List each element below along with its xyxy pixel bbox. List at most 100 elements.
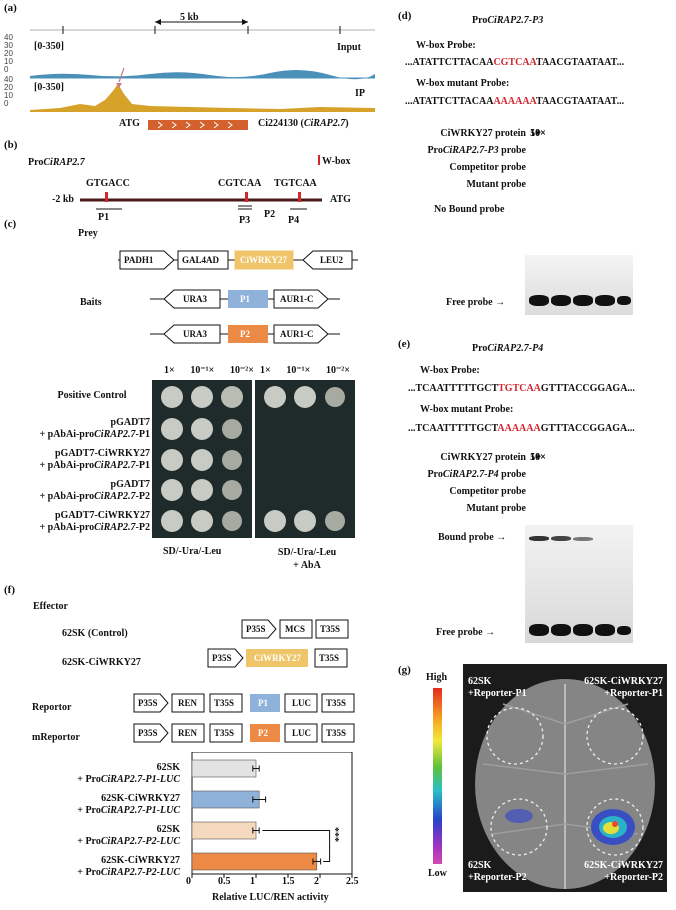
- label-br: 62SK-CiWRKY27+Reporter-P2: [584, 860, 663, 883]
- row-label-1: pGADT7+ pAbAi-proCiRAP2.7-P1: [39, 417, 150, 440]
- band-d-3: [573, 295, 593, 306]
- error-bar-2: [252, 827, 260, 834]
- free-band-e-1: [529, 624, 549, 636]
- gal4ad: GAL4AD: [182, 255, 220, 265]
- bound-band-1: [529, 536, 549, 541]
- p2-label: P2: [264, 209, 276, 220]
- ura3-b: URA3: [183, 329, 207, 339]
- t35s-m2: T35S: [326, 728, 347, 738]
- sig-bracket: [262, 830, 331, 862]
- x-tick-label-5: 2.5: [346, 876, 359, 887]
- dilutions-2: 1×10⁻¹×10⁻²×: [260, 365, 350, 376]
- x-tick-label-4: 2: [314, 876, 319, 887]
- leu2: LEU2: [320, 255, 344, 265]
- probe-title-e: ProCiRAP2.7-P4: [472, 343, 544, 354]
- band-d-4: [595, 295, 615, 306]
- low-label: Low: [428, 868, 447, 879]
- effector-2: 62SK-CiWRKY27: [62, 657, 141, 668]
- panel-d-label: (d): [398, 10, 412, 22]
- wbox-probe-d: W-box Probe:: [416, 40, 476, 51]
- chart-frame: [191, 752, 353, 875]
- mutant-probe-d: W-box mutant Probe:: [416, 78, 510, 89]
- emsa-d-labels: CiWRKY27 protein ProCiRAP2.7-P3 probe Co…: [427, 128, 526, 190]
- bound-probe-e: Bound probe →: [438, 532, 507, 543]
- dilutions-1: 1×10⁻¹×10⁻²×: [164, 365, 254, 376]
- x-tick-label-2: 1: [250, 876, 255, 887]
- start-label: -2 kb: [52, 194, 74, 205]
- p4-label: P4: [288, 215, 300, 226]
- wbox-seq-e: ...TCAATTTTTGCTTGTCAAGTTTACCGGAGA...: [408, 383, 635, 394]
- gene-model: [148, 120, 248, 130]
- scale-label: 5 kb: [180, 12, 199, 23]
- aur1-a: AUR1-C: [280, 294, 314, 304]
- free-band-e-3: [573, 624, 593, 636]
- atg-label: ATG: [119, 118, 140, 129]
- mutant-seq-d: ...ATATTCTTACAAAAAAAATAACGTAATAAT...: [405, 96, 625, 107]
- bar-2: [191, 821, 257, 840]
- error-bar-0: [252, 765, 260, 772]
- bound-band-2: [551, 536, 571, 541]
- high-label: High: [426, 672, 448, 683]
- p1-label: P1: [98, 212, 110, 223]
- ciwrky27-block: CiWRKY27: [240, 255, 287, 265]
- row-label-3: pGADT7+ pAbAi-proCiRAP2.7-P2: [39, 479, 150, 502]
- cw-block: CiWRKY27: [254, 653, 301, 663]
- significance: ***: [329, 827, 340, 842]
- ura3-a: URA3: [183, 294, 207, 304]
- input-label: Input: [337, 42, 361, 53]
- ip-label: IP: [355, 88, 365, 99]
- ren-r: REN: [178, 698, 198, 708]
- p35s-r: P35S: [138, 698, 158, 708]
- seq-2: CGTCAA: [218, 178, 262, 189]
- mutant-seq-e: ...TCAATTTTTGCTAAAAAAGTTTACCGGAGA...: [408, 423, 635, 434]
- gel-e: [525, 525, 633, 643]
- prey-label: Prey: [78, 228, 98, 239]
- panel-a-label: (a): [4, 2, 17, 14]
- label-tr: 62SK-CiWRKY27+Reporter-P1: [584, 676, 663, 699]
- effector-1: 62SK (Control): [62, 628, 128, 639]
- band-d-1: [529, 295, 549, 306]
- free-probe-e: Free probe →: [436, 627, 496, 638]
- t35s-r1: T35S: [214, 698, 235, 708]
- gel-d: [525, 255, 633, 315]
- mcs: MCS: [285, 624, 305, 634]
- gene-label: Ci224130 (CiRAP2.7): [258, 118, 349, 129]
- baits-label: Baits: [80, 297, 102, 308]
- ip-track: [30, 84, 375, 112]
- ip-range: [0-350]: [34, 82, 64, 93]
- input-track: [30, 69, 375, 80]
- error-bar-3: [312, 858, 322, 865]
- free-probe-d: Free probe →: [446, 297, 506, 308]
- probe-title-d: ProCiRAP2.7-P3: [472, 15, 544, 26]
- p1-block: P1: [240, 294, 250, 304]
- label-bl: 62SK+Reporter-P2: [468, 860, 527, 883]
- t35s-e1: T35S: [320, 624, 341, 634]
- row-label-2: pGADT7-CiWRKY27+ pAbAi-proCiRAP2.7-P1: [39, 448, 150, 471]
- luc-r: LUC: [292, 698, 312, 708]
- mutant-probe-e: W-box mutant Probe:: [420, 404, 514, 415]
- ren-m: REN: [178, 728, 198, 738]
- p3-label: P3: [239, 215, 251, 226]
- free-band-e-4: [595, 624, 615, 636]
- p2-m: P2: [258, 728, 268, 738]
- panel-c-label: (c): [4, 218, 17, 230]
- bar-0: [191, 759, 257, 778]
- band-d-2: [551, 295, 571, 306]
- p35s-e2: P35S: [212, 653, 232, 663]
- no-bound-label: No Bound probe: [434, 204, 505, 215]
- x-tick-label-3: 1.5: [282, 876, 295, 887]
- wbox-site-2: [245, 192, 248, 202]
- row-label-4: pGADT7-CiWRKY27+ pAbAi-proCiRAP2.7-P2: [39, 510, 150, 533]
- wbox-site-1: [105, 192, 108, 202]
- t35s-e2: T35S: [319, 653, 340, 663]
- leaf-image: 62SK+Reporter-P1 62SK-CiWRKY27+Reporter-…: [463, 664, 667, 892]
- bait-constructs: [150, 289, 340, 344]
- row-label-0: Positive Control: [57, 390, 127, 401]
- constructs-f: [133, 619, 355, 743]
- prey-construct: [118, 250, 358, 270]
- p1-r: P1: [258, 698, 268, 708]
- aur1-b: AUR1-C: [280, 329, 314, 339]
